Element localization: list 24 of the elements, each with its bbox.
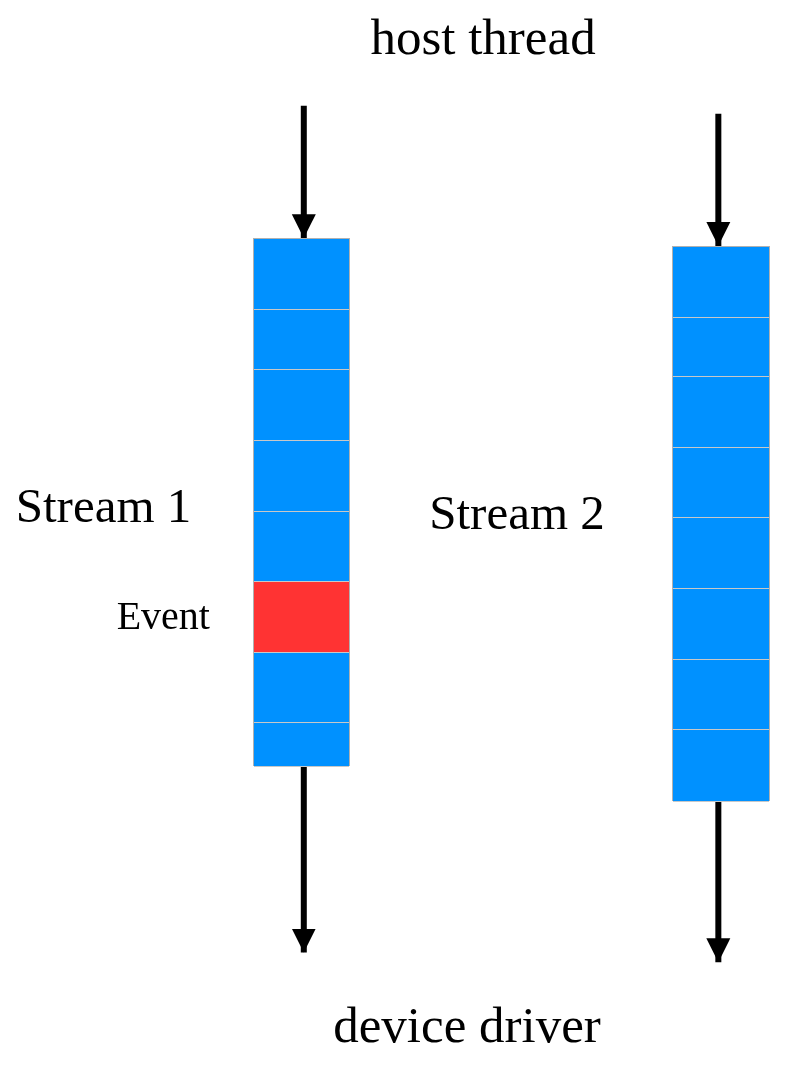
target-label: device driver (333, 999, 601, 1051)
queue-cell (673, 589, 770, 660)
queue-cell (673, 659, 770, 731)
arrow (706, 113, 731, 246)
queue-cell (673, 447, 770, 519)
arrow (291, 766, 316, 953)
arrow (291, 105, 316, 239)
queue-cell (673, 518, 770, 589)
arrow (706, 800, 731, 963)
stream-label: Stream 2 (429, 488, 605, 538)
queue-cell (253, 511, 349, 583)
queue-cell (253, 370, 349, 441)
queue-cell (253, 239, 349, 310)
queue-cell (253, 441, 349, 512)
source-label: host thread (370, 11, 596, 63)
queue-cell (673, 246, 770, 318)
event-label: Event (116, 595, 210, 636)
stream-label: Stream 1 (15, 481, 192, 531)
queue-cell (253, 309, 349, 371)
queue-cell (673, 377, 770, 448)
queue-cell (253, 652, 349, 724)
queue-cell (253, 723, 349, 768)
queue-cell (673, 317, 770, 378)
queue-cell (673, 730, 770, 802)
